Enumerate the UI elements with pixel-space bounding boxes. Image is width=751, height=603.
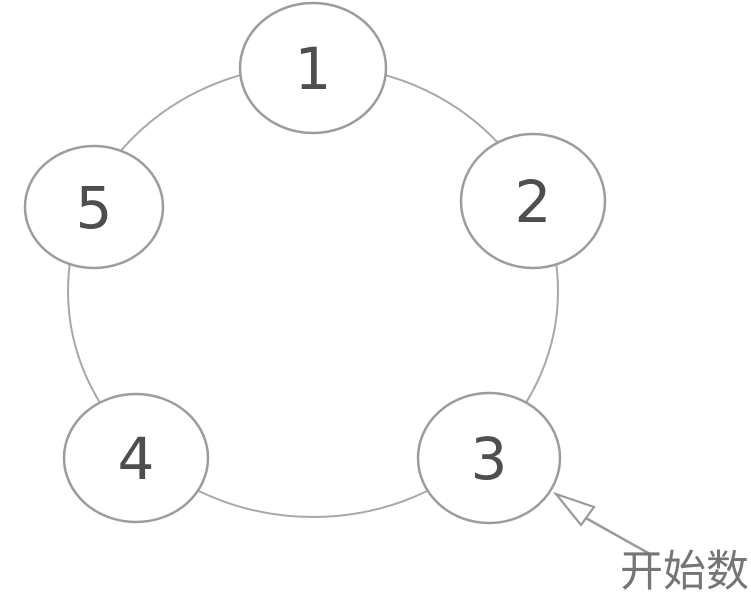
- start-label: 开始数: [620, 547, 749, 597]
- node-label-4: 4: [118, 425, 155, 493]
- node-circle-4: [62, 392, 210, 524]
- node-label-3: 3: [471, 425, 508, 493]
- node-circle-5: [23, 144, 165, 270]
- start-arrow-shaft: [582, 515, 652, 556]
- node-label-1: 1: [295, 35, 332, 103]
- node-label-5: 5: [76, 174, 113, 242]
- node-circle-3: [416, 391, 562, 525]
- start-arrow-head: [552, 491, 596, 527]
- node-label-2: 2: [515, 168, 552, 236]
- node-circle-1: [238, 1, 388, 135]
- node-circle-2: [459, 132, 607, 270]
